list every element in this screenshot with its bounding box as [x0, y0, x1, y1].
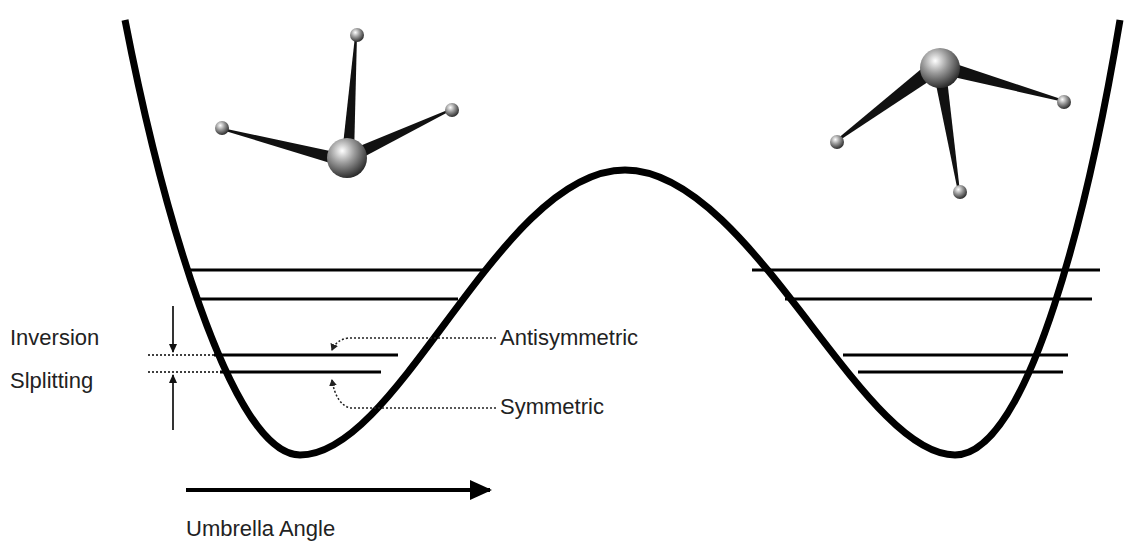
state-label: Symmetric — [500, 394, 604, 420]
energy-levels — [190, 270, 1100, 372]
state-label: Antisymmetric — [500, 325, 638, 351]
splitting-marker — [148, 306, 220, 430]
ammonia-right — [830, 48, 1071, 199]
ammonia-left — [215, 28, 459, 178]
potential-curve — [125, 20, 1120, 455]
leader-lines — [332, 338, 496, 408]
axis-arrowhead — [470, 480, 492, 500]
axis-arrow — [186, 488, 490, 492]
splitting-label: Inversion Slplitting — [10, 316, 122, 402]
axis-label: Umbrella Angle — [186, 516, 335, 542]
